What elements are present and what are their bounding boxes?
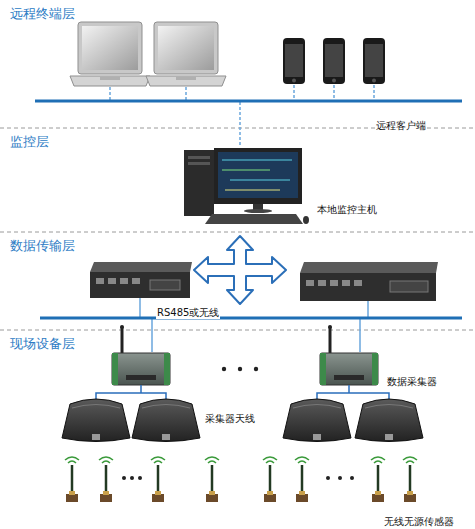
rack-device (300, 262, 438, 301)
layer-band: 数据传输层 (0, 232, 475, 330)
antenna-panel (355, 399, 423, 442)
device-label: 无线无源传感器 (383, 516, 455, 528)
laptop-icon (146, 22, 226, 86)
collector-icon (112, 325, 170, 385)
label-anchor: RS485或无线 (156, 301, 220, 320)
ellipsis-dots (122, 476, 354, 480)
layer-heading: 数据传输层 (10, 238, 75, 254)
network-bus (35, 100, 462, 103)
rack-device (90, 262, 192, 298)
layer-band: 远程终端层 (0, 0, 475, 128)
sensor-icon (65, 457, 79, 502)
antenna-panel (283, 399, 351, 442)
sensor-icon (263, 457, 277, 502)
drop-wire (110, 85, 374, 147)
phone-icon (323, 38, 345, 84)
layer-heading: 监控层 (10, 134, 49, 150)
label-anchor: 远程客户端 (375, 114, 427, 133)
phone-icon (363, 38, 385, 84)
sensor-icon (371, 457, 385, 502)
laptop-icon (70, 22, 150, 86)
device-label: RS485或无线 (156, 307, 220, 319)
sensor-icon (151, 457, 165, 502)
drop-wire (140, 298, 368, 352)
phone-icon (283, 38, 305, 84)
device-label: 数据采集器 (386, 376, 438, 388)
four-way-arrow (194, 236, 286, 304)
label-anchor: 采集器天线 (204, 407, 256, 426)
collector-icon (320, 325, 378, 385)
layer-heading: 远程终端层 (10, 6, 75, 22)
ellipsis-dots (222, 367, 258, 371)
label-anchor: 数据采集器 (386, 370, 438, 389)
antenna-panel (132, 399, 200, 442)
layer-divider (0, 232, 475, 233)
layer-heading: 现场设备层 (10, 336, 75, 352)
layer-band: 监控层 (0, 128, 475, 232)
pc-icon (184, 148, 309, 224)
label-anchor: 本地监控主机 (316, 198, 378, 217)
sensor-icon (403, 457, 417, 502)
sensor-icon (205, 457, 219, 502)
sensor-icon (99, 457, 113, 502)
layer-divider (0, 330, 475, 331)
layer-band: 现场设备层 (0, 330, 475, 529)
device-label: 本地监控主机 (316, 204, 378, 216)
device-label: 采集器天线 (204, 413, 256, 425)
label-anchor: 无线无源传感器 (383, 510, 455, 529)
antenna-wire (96, 385, 389, 400)
sensor-icon (295, 457, 309, 502)
device-label: 远程客户端 (375, 120, 427, 132)
antenna-panel (62, 399, 130, 442)
network-bus (40, 317, 462, 320)
